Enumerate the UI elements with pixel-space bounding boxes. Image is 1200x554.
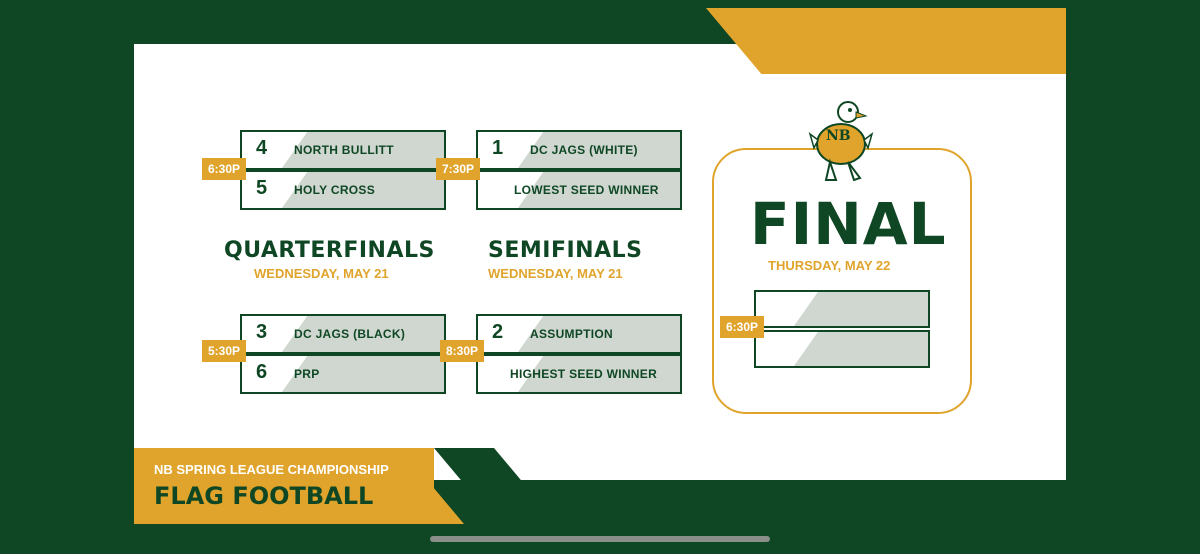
team-seed: 4	[256, 137, 268, 159]
footer-title: FLAG FOOTBALL	[154, 482, 374, 510]
footer-subtitle: NB SPRING LEAGUE CHAMPIONSHIP	[154, 462, 389, 477]
quarterfinals-date: WEDNESDAY, MAY 21	[254, 266, 389, 281]
eagle-mascot-icon	[808, 101, 874, 182]
team-name: NORTH BULLITT	[294, 143, 394, 157]
team-name: PRP	[294, 367, 320, 381]
team-name: HOLY CROSS	[294, 183, 376, 197]
final-date: THURSDAY, MAY 22	[768, 258, 891, 273]
team-seed: 5	[256, 177, 268, 199]
match-time: 5:30P	[202, 340, 246, 362]
match-time: 6:30P	[720, 316, 764, 338]
final-team-slot	[754, 290, 930, 328]
final-panel	[712, 148, 972, 414]
final-team-slot	[754, 330, 930, 368]
team-slot: 1 DC JAGS (WHITE)	[476, 130, 682, 170]
team-name: HIGHEST SEED WINNER	[510, 367, 658, 381]
quarterfinals-title: QUARTERFINALS	[224, 238, 435, 263]
match-time: 7:30P	[436, 158, 480, 180]
team-slot: LOWEST SEED WINNER	[476, 170, 682, 210]
team-slot: 5 HOLY CROSS	[240, 170, 446, 210]
top-gold-stripe	[706, 8, 1066, 74]
bracket-graphic: 4 NORTH BULLITT 5 HOLY CROSS 6:30P 3 DC …	[134, 0, 1066, 524]
team-seed: 2	[492, 321, 504, 343]
semifinals-title: SEMIFINALS	[488, 238, 643, 263]
match-time: 8:30P	[440, 340, 484, 362]
team-slot: 2 ASSUMPTION	[476, 314, 682, 354]
match-time: 6:30P	[202, 158, 246, 180]
team-slot: HIGHEST SEED WINNER	[476, 354, 682, 394]
team-seed: 6	[256, 361, 268, 383]
team-seed: 3	[256, 321, 268, 343]
team-slot: 4 NORTH BULLITT	[240, 130, 446, 170]
team-slot: 3 DC JAGS (BLACK)	[240, 314, 446, 354]
team-name: LOWEST SEED WINNER	[514, 183, 659, 197]
home-indicator[interactable]	[430, 536, 770, 542]
bottom-green-diagonal	[434, 448, 525, 484]
team-seed: 1	[492, 137, 504, 159]
team-name: ASSUMPTION	[530, 327, 614, 341]
final-title: FINAL	[750, 190, 947, 258]
team-name: DC JAGS (BLACK)	[294, 327, 406, 341]
team-slot: 6 PRP	[240, 354, 446, 394]
semifinals-date: WEDNESDAY, MAY 21	[488, 266, 623, 281]
team-name: DC JAGS (WHITE)	[530, 143, 638, 157]
bottom-green-band	[384, 480, 1066, 524]
mascot-lettering: NB	[826, 128, 851, 144]
